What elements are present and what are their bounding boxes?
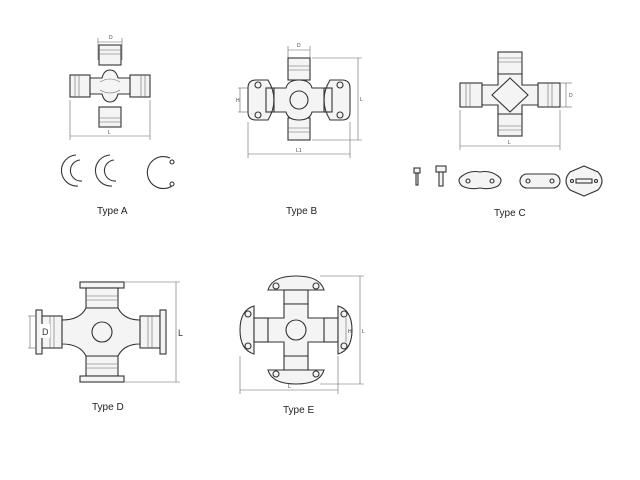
type-d-caption: Type D xyxy=(92,402,124,413)
type-e-drawing: H L L xyxy=(239,275,365,394)
type-d-drawing: D L xyxy=(28,281,183,383)
type-b-caption: Type B xyxy=(286,206,317,217)
type-b-dim-l1: L1 xyxy=(296,148,302,154)
type-e-dim-h: H xyxy=(348,329,352,335)
type-d-dim-l: L xyxy=(178,328,183,338)
type-a-drawing: D L xyxy=(60,35,175,190)
type-c-dim-l: L xyxy=(508,140,511,146)
type-b-dim-l: L xyxy=(360,97,363,103)
type-c-caption: Type C xyxy=(494,208,526,219)
type-e-dim-l-vertical: L xyxy=(362,329,365,335)
type-a-caption: Type A xyxy=(97,206,128,217)
type-e-dim-l: L xyxy=(288,384,291,390)
type-a-dim-d: D xyxy=(109,35,113,41)
type-c-dim-d: D xyxy=(569,93,573,99)
type-a-dim-l: L xyxy=(108,130,111,136)
type-b-drawing: D H L L1 xyxy=(236,43,363,158)
type-d-dim-d: D xyxy=(42,327,49,337)
type-e-caption: Type E xyxy=(283,405,314,416)
type-c-drawing: D L xyxy=(413,51,603,197)
type-b-dim-h: H xyxy=(236,98,240,104)
type-b-dim-d: D xyxy=(297,43,301,49)
